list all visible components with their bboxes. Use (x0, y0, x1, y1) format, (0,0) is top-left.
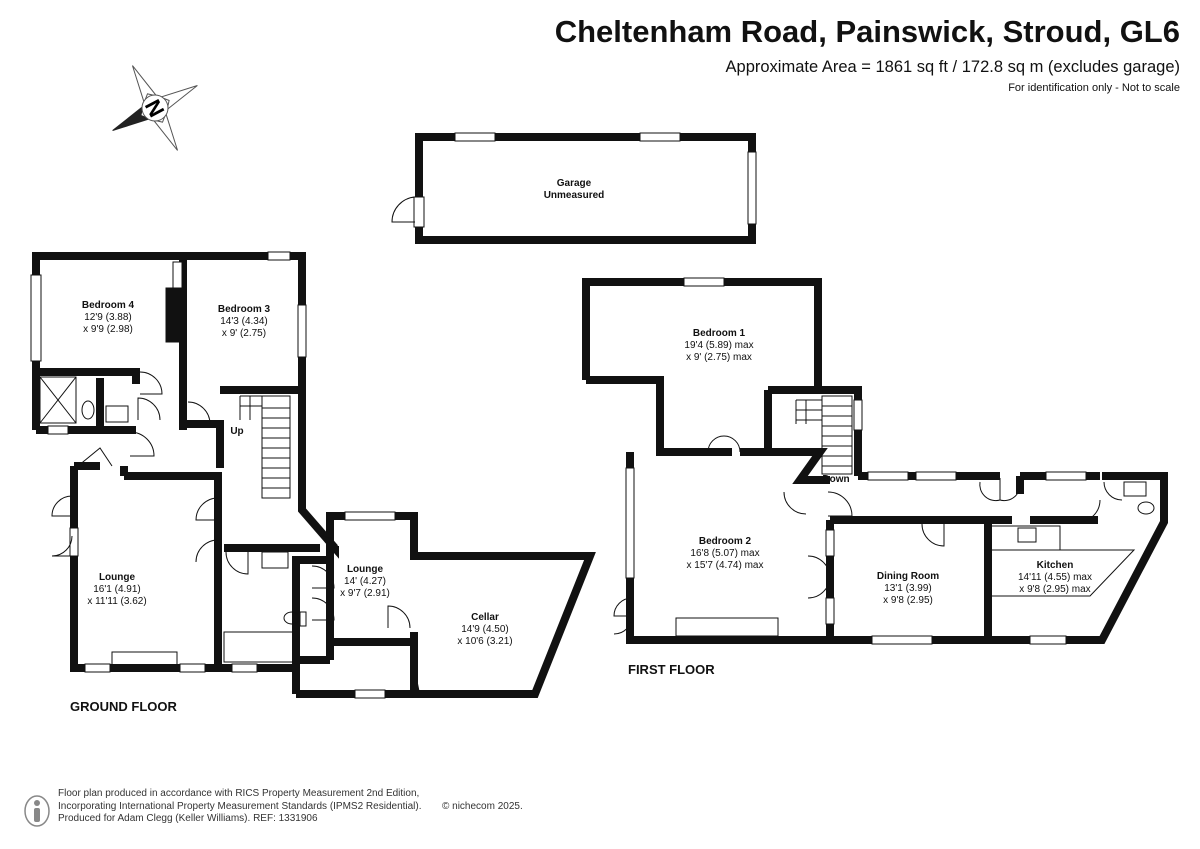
lounge-small-name: Lounge (347, 564, 384, 575)
bedroom-1-dim1: 19'4 (5.89) max (684, 340, 753, 351)
garage-name: Garage (557, 178, 592, 189)
bedroom-1-name: Bedroom 1 (693, 328, 746, 339)
north-arrow-compass-icon: N (112, 65, 198, 151)
ground-floor-windows (30, 251, 396, 699)
first-floor-windows (625, 277, 1087, 645)
footer-line-3: Produced for Adam Clegg (Keller Williams… (58, 813, 318, 824)
room-label-cellar: Cellar 14'9 (4.50) x 10'6 (3.21) (457, 612, 512, 647)
page-title: Cheltenham Road, Painswick, Stroud, GL6 (554, 14, 1180, 49)
lounge-small-dim2: x 9'7 (2.91) (340, 588, 390, 599)
bedroom-1-dim2: x 9' (2.75) max (686, 352, 752, 363)
room-label-kitchen: Kitchen 14'11 (4.55) max x 9'8 (2.95) ma… (1018, 560, 1092, 595)
footer-copyright: © nichecom 2025. (442, 800, 523, 812)
bedroom-2-dim2: x 15'7 (4.74) max (687, 560, 764, 571)
room-label-bedroom-4: Bedroom 4 12'9 (3.88) x 9'9 (2.98) (82, 300, 135, 335)
kitchen-dim2: x 9'8 (2.95) max (1019, 584, 1090, 595)
dining-room-name: Dining Room (877, 571, 939, 582)
ground-floor-label: GROUND FLOOR (70, 699, 177, 714)
room-label-bedroom-2: Bedroom 2 16'8 (5.07) max x 15'7 (4.74) … (687, 536, 764, 571)
ground-floor-doors (51, 371, 411, 629)
garage-size: Unmeasured (544, 190, 605, 201)
room-label-lounge-main: Lounge 16'1 (4.91) x 11'11 (3.62) (87, 572, 146, 607)
bedroom-2-dim1: 16'8 (5.07) max (690, 548, 759, 559)
garage-door (391, 196, 416, 223)
footer-line-1: Floor plan produced in accordance with R… (58, 788, 420, 799)
room-label-bedroom-3: Bedroom 3 14'3 (4.34) x 9' (2.75) (218, 304, 271, 339)
lounge-main-name: Lounge (99, 572, 136, 583)
stairs-up-label: Up (230, 426, 243, 437)
room-label-lounge-small: Lounge 14' (4.27) x 9'7 (2.91) (340, 564, 390, 599)
dining-room-dim2: x 9'8 (2.95) (883, 595, 933, 606)
bedroom-4-dim2: x 9'9 (2.98) (83, 324, 133, 335)
lounge-small-dim1: 14' (4.27) (344, 576, 386, 587)
first-floor-doors (613, 435, 1123, 635)
cellar-dim1: 14'9 (4.50) (461, 624, 509, 635)
bedroom-4-dim1: 12'9 (3.88) (84, 312, 132, 323)
approximate-area: Approximate Area = 1861 sq ft / 172.8 sq… (725, 58, 1180, 76)
dining-room-dim1: 13'1 (3.99) (884, 583, 932, 594)
cellar-dim2: x 10'6 (3.21) (457, 636, 512, 647)
room-label-dining-room: Dining Room 13'1 (3.99) x 9'8 (2.95) (877, 571, 939, 606)
room-label-garage: Garage Unmeasured (544, 178, 605, 201)
lounge-main-dim2: x 11'11 (3.62) (87, 596, 146, 607)
bedroom-3-dim1: 14'3 (4.34) (220, 316, 268, 327)
first-floor-fixtures (675, 395, 1155, 637)
bedroom-3-dim2: x 9' (2.75) (222, 328, 266, 339)
kitchen-name: Kitchen (1037, 560, 1074, 571)
bedroom-4-name: Bedroom 4 (82, 300, 135, 311)
stairs-down-label: Down (822, 474, 849, 485)
room-label-bedroom-1: Bedroom 1 19'4 (5.89) max x 9' (2.75) ma… (684, 328, 753, 363)
footer-notes: Floor plan produced in accordance with R… (58, 788, 523, 826)
bedroom-3-name: Bedroom 3 (218, 304, 271, 315)
first-floor-label: FIRST FLOOR (628, 662, 715, 677)
garage-windows (413, 132, 757, 228)
cellar-name: Cellar (471, 612, 499, 623)
kitchen-dim1: 14'11 (4.55) max (1018, 572, 1092, 583)
ground-floor-walls (32, 252, 596, 698)
footer-line-2: Incorporating International Property Mea… (58, 800, 422, 812)
lounge-main-dim1: 16'1 (4.91) (93, 584, 141, 595)
identification-note: For identification only - Not to scale (1008, 82, 1180, 94)
person-info-icon (24, 795, 50, 827)
bedroom-2-name: Bedroom 2 (699, 536, 752, 547)
ground-floor-fixtures (39, 261, 307, 667)
